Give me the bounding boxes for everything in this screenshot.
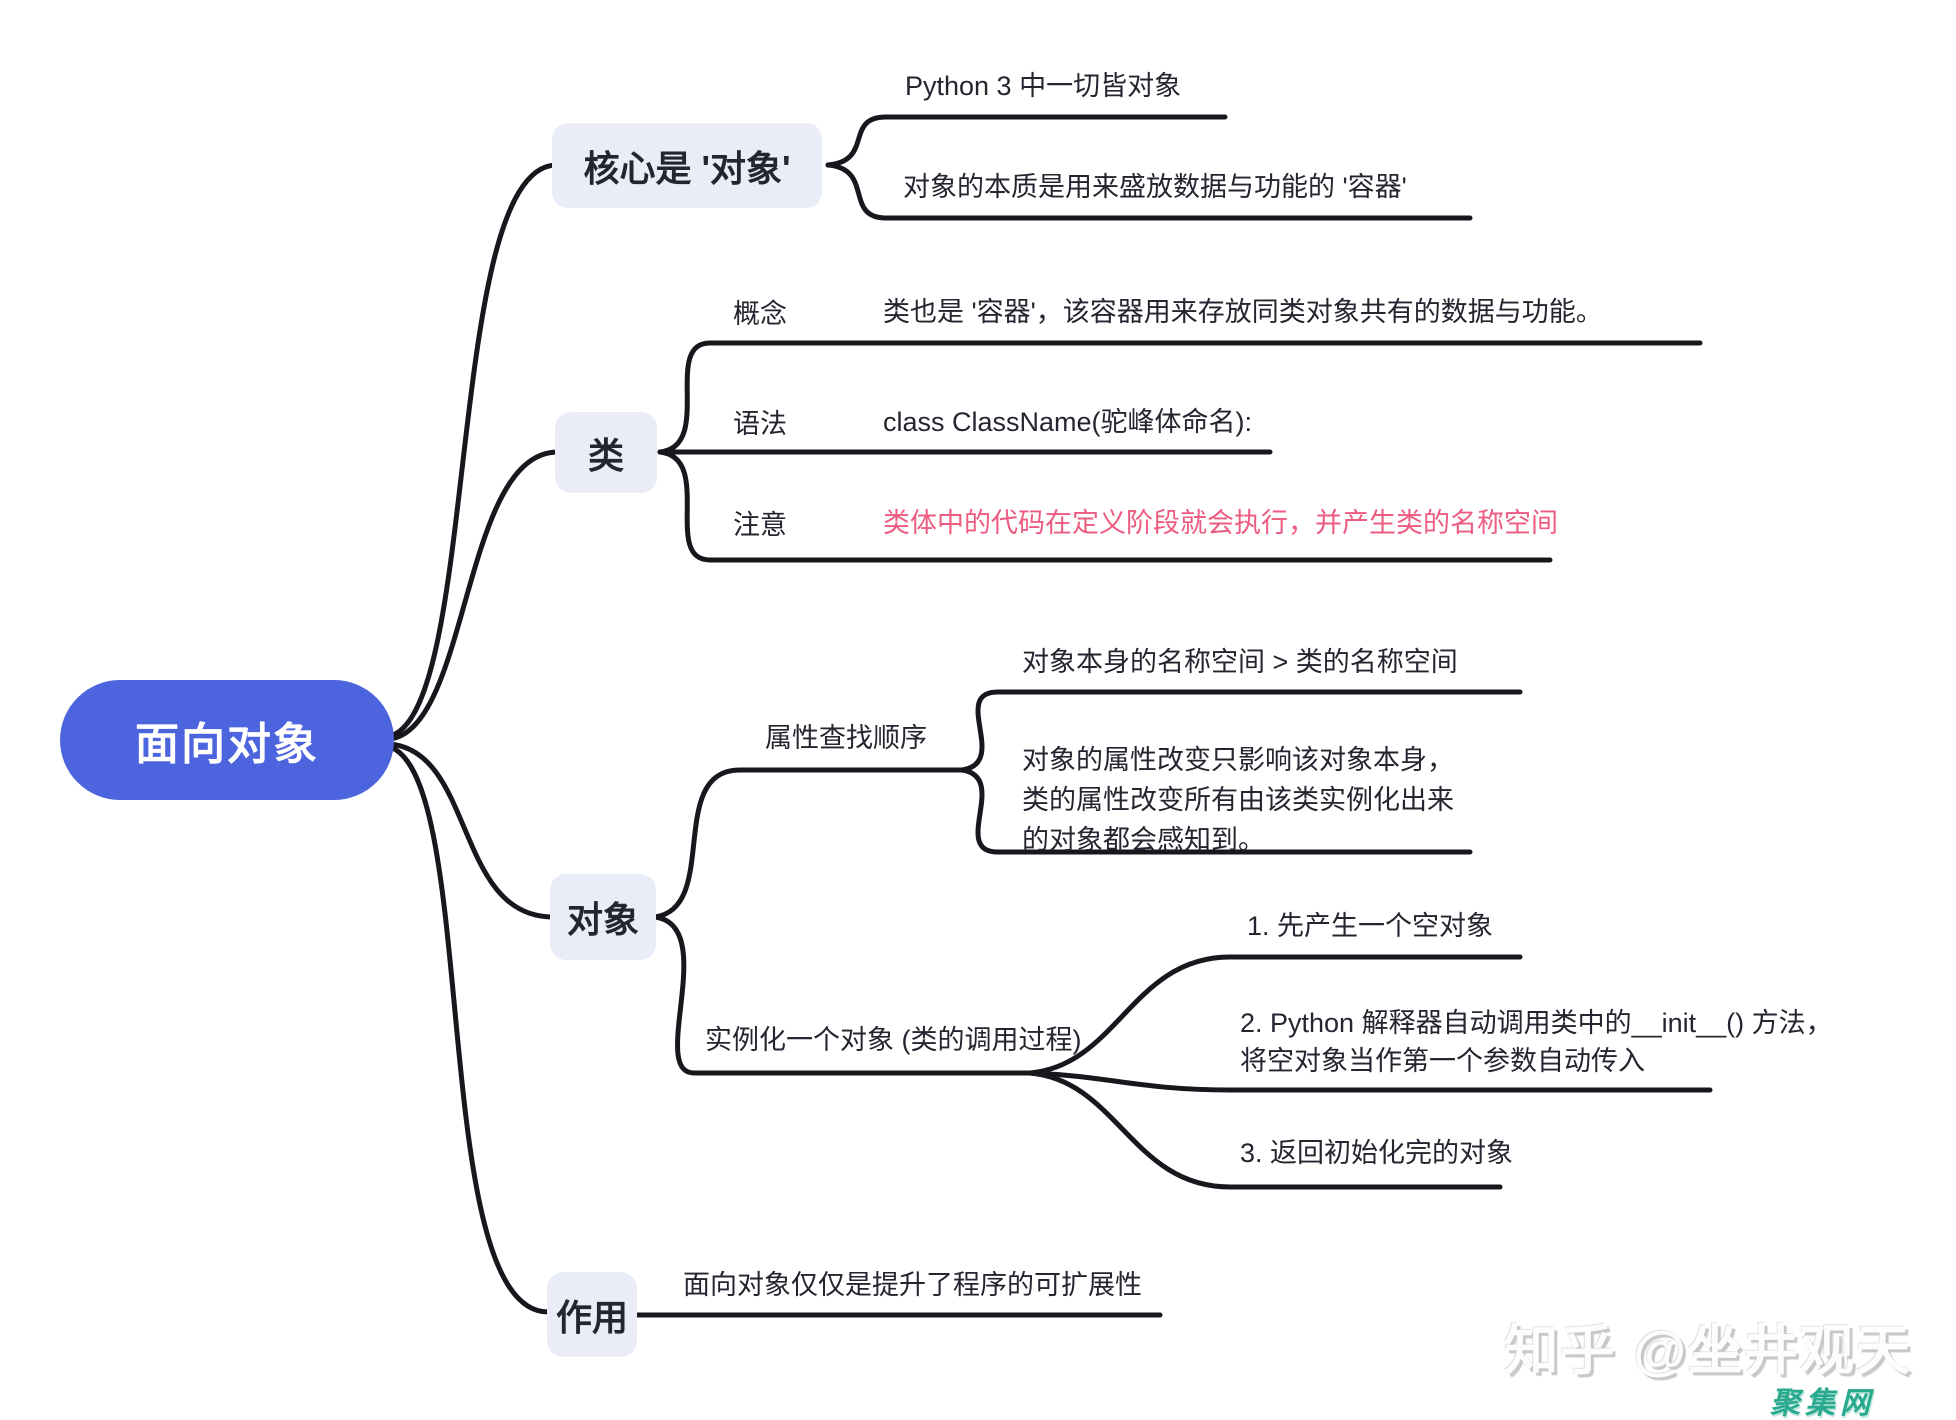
- branch-topic-role: 作用: [547, 1272, 637, 1357]
- label-concept: 概念: [733, 299, 787, 329]
- subtopic-class-concept: 类也是 '容器'，该容器用来存放同类对象共有的数据与功能。: [883, 297, 1603, 327]
- label-note: 注意: [733, 510, 787, 540]
- subtopic-class-syntax: class ClassName(驼峰体命名):: [883, 407, 1253, 437]
- zhihu-watermark: 知乎 @坐井观天: [1504, 1321, 1912, 1381]
- edge-root-core: [387, 162, 559, 739]
- label-syntax: 语法: [733, 409, 787, 439]
- subtopic-step2-init-call: 2. Python 解释器自动调用类中的__init__() 方法， 将空对象当…: [1240, 1008, 1833, 1076]
- subtopic-everything-is-object: Python 3 中一切皆对象: [905, 71, 1182, 101]
- edge-root-class: [387, 449, 561, 742]
- edge-root-object: [387, 741, 556, 920]
- edge-core-child1: [825, 114, 1228, 168]
- subtopic-namespace-priority: 对象本身的名称空间 > 类的名称空间: [1022, 647, 1458, 677]
- subtopic-object-is-container: 对象的本质是用来盛放数据与功能的 '容器': [903, 172, 1407, 202]
- edge-object-lookup: [652, 767, 965, 920]
- branch-topic-object: 对象: [550, 874, 656, 960]
- subtopic-step1-empty-object: 1. 先产生一个空对象: [1247, 911, 1494, 941]
- branch-topic-class: 类: [555, 412, 657, 493]
- subtopic-step3-return-object: 3. 返回初始化完的对象: [1240, 1138, 1514, 1168]
- root-topic-oop: 面向对象: [60, 680, 394, 800]
- subtopic-class-note: 类体中的代码在定义阶段就会执行，并产生类的名称空间: [883, 508, 1558, 538]
- group-label-attribute-lookup: 属性查找顺序: [765, 723, 927, 753]
- subtopic-attribute-change: 对象的属性改变只影响该对象本身， 类的属性改变所有由该类实例化出来 的对象都会感…: [1022, 745, 1454, 855]
- branch-topic-core: 核心是 '对象': [552, 123, 822, 208]
- site-watermark: 聚集网: [1770, 1387, 1875, 1420]
- subtopic-extensibility: 面向对象仅仅是提升了程序的可扩展性: [683, 1270, 1142, 1300]
- edge-root-role: [387, 744, 552, 1315]
- group-label-instantiate: 实例化一个对象 (类的调用过程): [705, 1025, 1082, 1055]
